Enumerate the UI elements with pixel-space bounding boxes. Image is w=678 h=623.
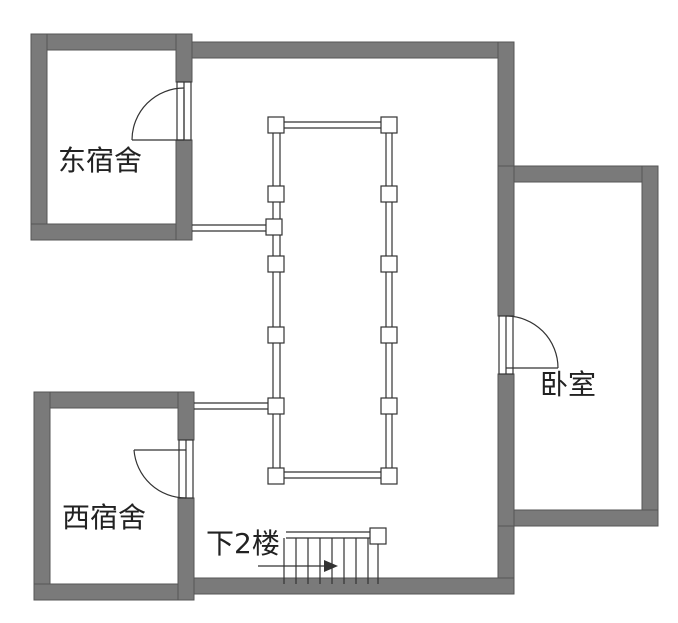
west-dorm-door	[133, 439, 194, 499]
stairs-arrow-head	[324, 560, 338, 572]
bedroom-wall-bottom	[497, 509, 659, 527]
east-dorm-door	[131, 81, 192, 141]
east-dorm-wall-bottom	[30, 223, 193, 241]
stairs-label: 下2楼	[206, 527, 280, 560]
hall-wall-right-upper	[497, 41, 515, 167]
bedroom-wall-left-upper	[497, 165, 515, 317]
bedroom-wall-top	[497, 165, 659, 183]
west-dorm-wall-right-lower	[177, 497, 195, 601]
frame-posts	[265, 116, 398, 485]
east-dorm-wall-left	[30, 33, 48, 241]
bedroom-label: 卧室	[540, 368, 596, 401]
east-dorm-wall-top	[30, 33, 193, 51]
walls	[30, 33, 659, 601]
hall-wall-top	[179, 41, 515, 59]
hall-wall-bottom	[179, 577, 515, 595]
west-dorm-wall-right-upper	[177, 391, 195, 441]
bedroom-door	[498, 315, 559, 375]
west-dorm-label: 西宿舍	[62, 501, 146, 534]
east-dorm-wall-right-lower	[175, 139, 193, 241]
staircase	[258, 527, 387, 584]
east-dorm-wall-right-upper	[175, 33, 193, 83]
west-dorm-wall-bottom	[33, 583, 195, 601]
center-frame	[192, 121, 393, 479]
bedroom-wall-left-lower	[497, 373, 515, 527]
west-dorm-wall-top	[33, 391, 195, 409]
east-dorm-label: 东宿舍	[58, 144, 142, 177]
bedroom-wall-right	[641, 165, 659, 527]
west-dorm-wall-left	[33, 391, 51, 601]
